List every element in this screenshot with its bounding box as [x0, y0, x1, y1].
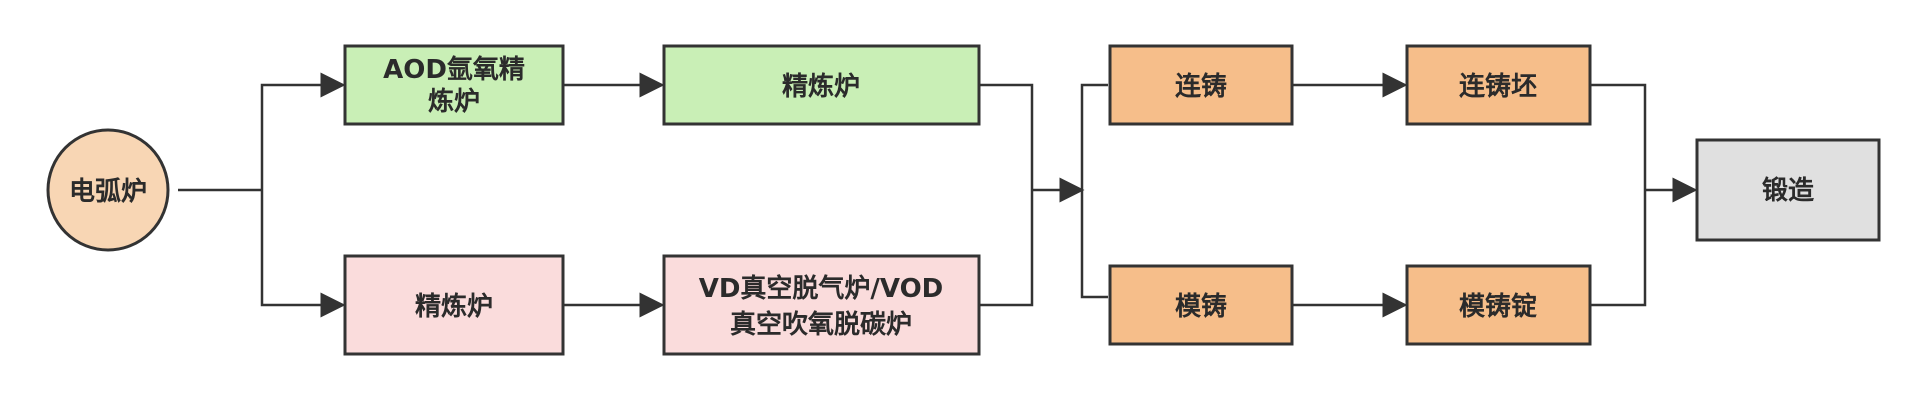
node-vd-vod-furnace: VD真空脱气炉/VOD 真空吹氧脱碳炉: [662, 254, 981, 356]
vd-vod-box: [662, 254, 981, 356]
node-continuous-casting: 连铸: [1108, 44, 1294, 126]
refining-top-box: [662, 44, 981, 126]
aod-label-line-2: 炼炉: [428, 87, 480, 117]
eaf-circle: [46, 128, 170, 252]
edges: [178, 72, 1698, 318]
aod-box: [343, 44, 565, 126]
mold-ingot-box: [1405, 264, 1592, 346]
forging-label: 锻造: [1762, 175, 1814, 206]
mold-ingot-label: 模铸锭: [1459, 291, 1537, 322]
edge-split2-to-mold: [1080, 190, 1108, 299]
edge-split-to-aod: [260, 72, 346, 190]
edge-refining-top-to-merge: [979, 83, 1034, 190]
continuous-billet-label: 连铸坯: [1459, 72, 1537, 102]
edge-ingot-to-merge: [1590, 190, 1647, 307]
continuous-casting-box: [1108, 44, 1294, 126]
aod-label-line-1: AOD氩氧精: [383, 55, 525, 85]
node-aod-furnace: AOD氩氧精 炼炉: [343, 44, 565, 126]
forging-box: [1695, 138, 1881, 242]
edge-split2-to-continuous: [1080, 83, 1108, 190]
refining-bottom-box: [343, 254, 565, 356]
edge-vd-to-merge: [979, 190, 1034, 307]
node-mold-ingot: 模铸锭: [1405, 264, 1592, 346]
eaf-label: 电弧炉: [69, 177, 147, 207]
node-refining-furnace-top: 精炼炉: [662, 44, 981, 126]
node-electric-arc-furnace: 电弧炉: [46, 128, 170, 252]
edge-split-to-refining-bottom: [260, 190, 346, 318]
vd-vod-label-line-2: 真空吹氧脱碳炉: [730, 309, 912, 340]
mold-casting-box: [1108, 264, 1294, 346]
node-refining-furnace-bottom: 精炼炉: [343, 254, 565, 356]
mold-casting-label: 模铸: [1175, 292, 1227, 322]
node-forging: 锻造: [1695, 138, 1881, 242]
refining-bottom-label: 精炼炉: [415, 292, 493, 322]
vd-vod-label-line-1: VD真空脱气炉/VOD: [699, 273, 944, 304]
refining-top-label: 精炼炉: [782, 72, 860, 102]
node-mold-casting: 模铸: [1108, 264, 1294, 346]
node-continuous-billet: 连铸坯: [1405, 44, 1592, 126]
edge-billet-to-merge: [1590, 83, 1647, 190]
continuous-billet-box: [1405, 44, 1592, 126]
continuous-casting-label: 连铸: [1175, 72, 1227, 102]
